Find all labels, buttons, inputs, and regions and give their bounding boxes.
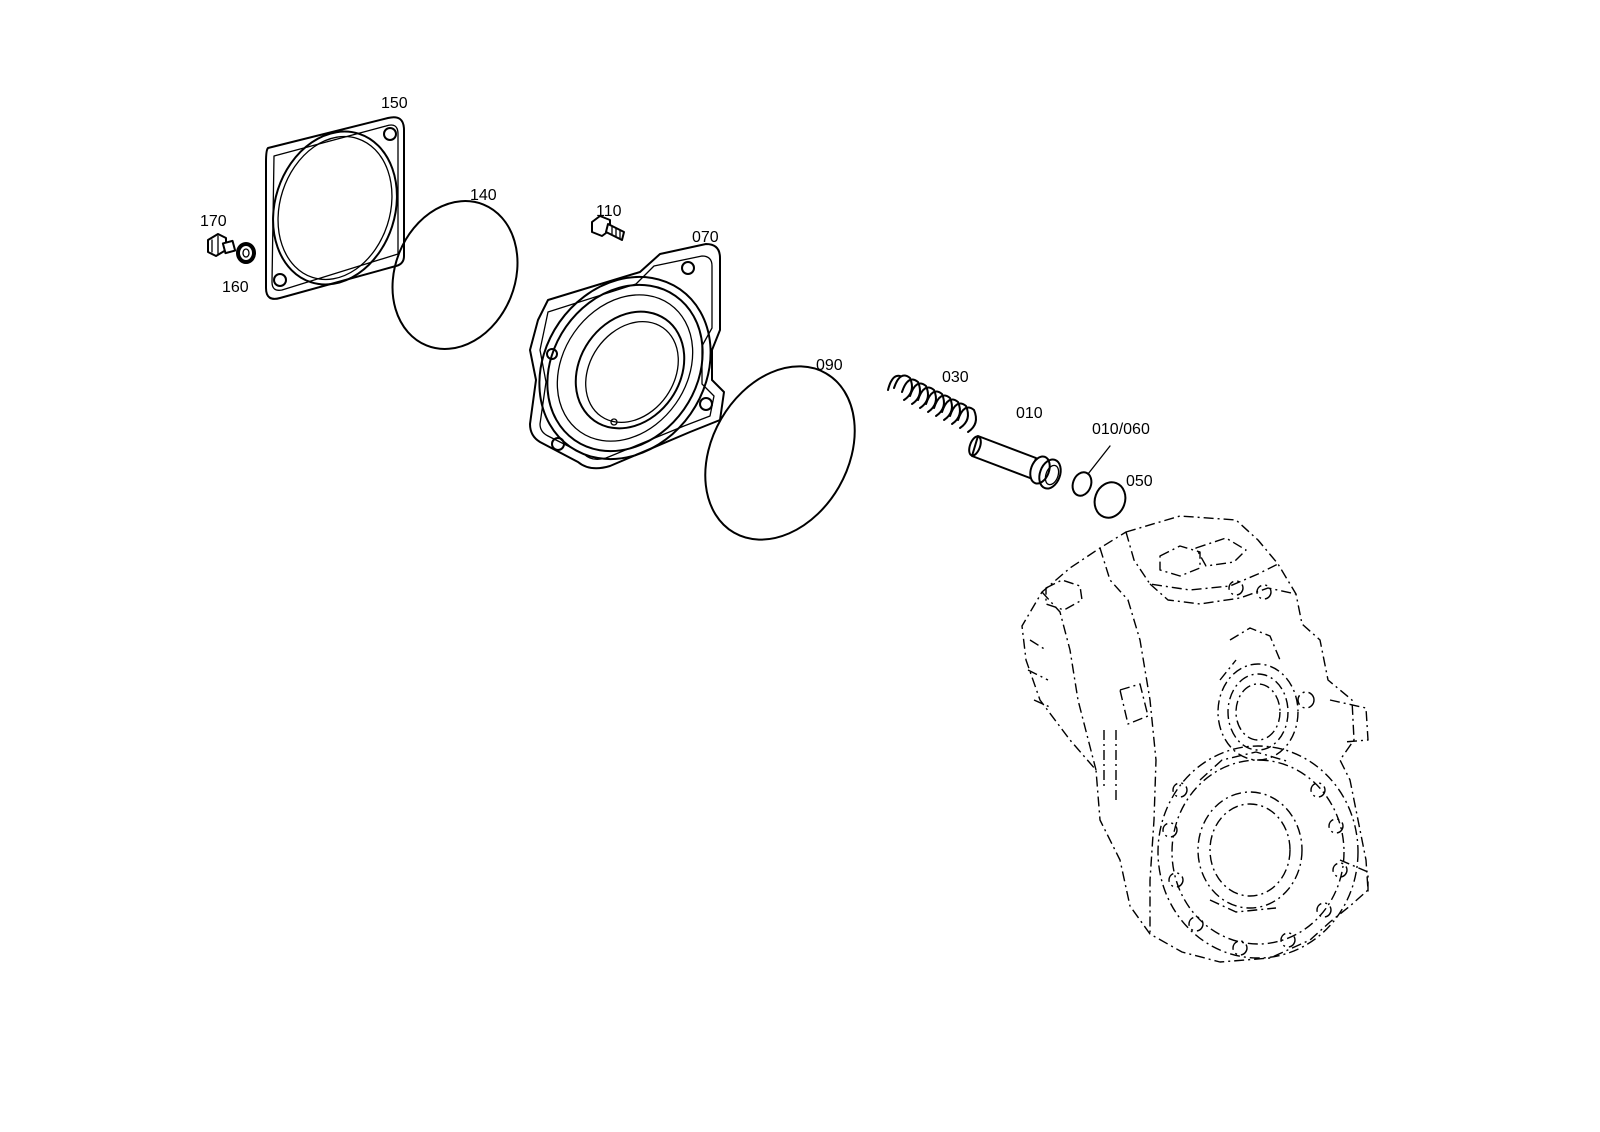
part-010-060-ring — [1071, 471, 1093, 497]
callout-010-060: 010/060 — [1092, 421, 1150, 438]
part-010-valve-piston — [968, 435, 1062, 490]
callout-110: 110 — [596, 203, 622, 220]
callout-140: 140 — [470, 187, 497, 204]
callout-160: 160 — [222, 279, 249, 296]
callout-170: 170 — [200, 213, 227, 230]
callout-150: 150 — [381, 95, 408, 112]
part-030-compression-spring — [887, 374, 977, 433]
part-150-cover-plate — [265, 116, 405, 300]
part-070-housing-cover — [529, 243, 725, 470]
part-140-o-ring — [391, 200, 519, 350]
part-050-o-ring — [1093, 481, 1127, 519]
callout-090: 090 — [816, 357, 843, 374]
part-090-o-ring — [704, 365, 856, 541]
callout-070: 070 — [692, 229, 719, 246]
part-170-plug-screw — [207, 233, 237, 257]
transmission-housing — [1021, 515, 1369, 963]
callout-010: 010 — [1016, 405, 1043, 422]
leader-line-010-060 — [1087, 445, 1111, 475]
part-110-hex-screw — [591, 215, 625, 241]
callout-050: 050 — [1126, 473, 1153, 490]
part-160-seal-ring — [236, 242, 256, 264]
callout-030: 030 — [942, 369, 969, 386]
